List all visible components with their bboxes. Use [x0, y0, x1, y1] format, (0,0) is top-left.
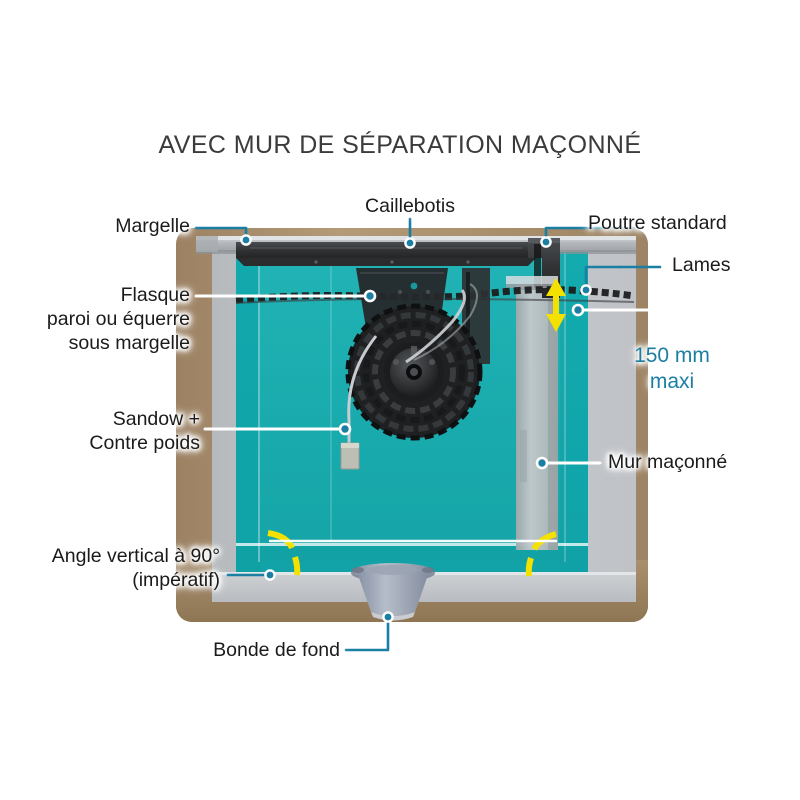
pool-floor-line [236, 543, 588, 546]
dimension-qualifier-maxi: maxi [649, 370, 695, 393]
angle-arc-right-b [525, 557, 534, 577]
angle-arc-left-a [267, 530, 295, 550]
seam-left [258, 246, 260, 562]
leader-sandow [203, 422, 352, 436]
label-bonde-de-fond: Bonde de fond [213, 639, 340, 661]
reel-assembly [345, 268, 490, 441]
leader-mur-maconne [535, 456, 602, 470]
label-lames: Lames [672, 254, 731, 276]
leader-bonde-de-fond [344, 611, 394, 652]
label-flasque: Flasque paroi ou équerre sous margelle [46, 284, 190, 354]
seam-right [564, 246, 566, 562]
label-mur-maconne: Mur maçonné [608, 451, 728, 473]
label-poutre-standard: Poutre standard [588, 212, 727, 234]
arrow-head-up [546, 278, 566, 296]
angle-arc-right-a [531, 531, 557, 551]
leader-150mm [571, 303, 674, 340]
water-left-edge [236, 244, 260, 574]
masonry-partition-wall [516, 284, 558, 550]
angle-arc-left-b [292, 556, 301, 576]
leader-poutre-standard [540, 226, 636, 248]
leader-lames [580, 265, 662, 296]
seam-mid [330, 246, 332, 542]
pool-structure-group [176, 228, 648, 622]
label-margelle: Margelle [115, 215, 190, 237]
sandow-counterweight [340, 335, 378, 470]
bottom-drain [351, 563, 435, 621]
leader-angle-vertical [226, 569, 276, 581]
drain-body [357, 572, 429, 616]
leader-margelle [194, 226, 252, 246]
water-right-edge [560, 244, 588, 574]
caillebotis-grating [236, 242, 536, 266]
label-sandow-contre-poids: Sandow + Contre poids [89, 408, 200, 454]
leader-flasque [194, 289, 377, 303]
arrow-head-down [546, 314, 566, 332]
dimension-arrow-150mm [546, 278, 566, 332]
cover-sheet-curve [405, 289, 466, 364]
label-caillebotis: Caillebotis [365, 195, 455, 217]
leader-lines [194, 217, 674, 652]
label-angle-vertical: Angle vertical à 90° (impératif) [51, 545, 220, 591]
dimension-value-150mm: 150 mm [634, 344, 710, 367]
angle-90-markers [267, 530, 557, 577]
sandow-cable [347, 335, 378, 444]
page-title: AVEC MUR DE SÉPARATION MAÇONNÉ [158, 131, 642, 159]
leader-caillebotis [404, 217, 416, 249]
